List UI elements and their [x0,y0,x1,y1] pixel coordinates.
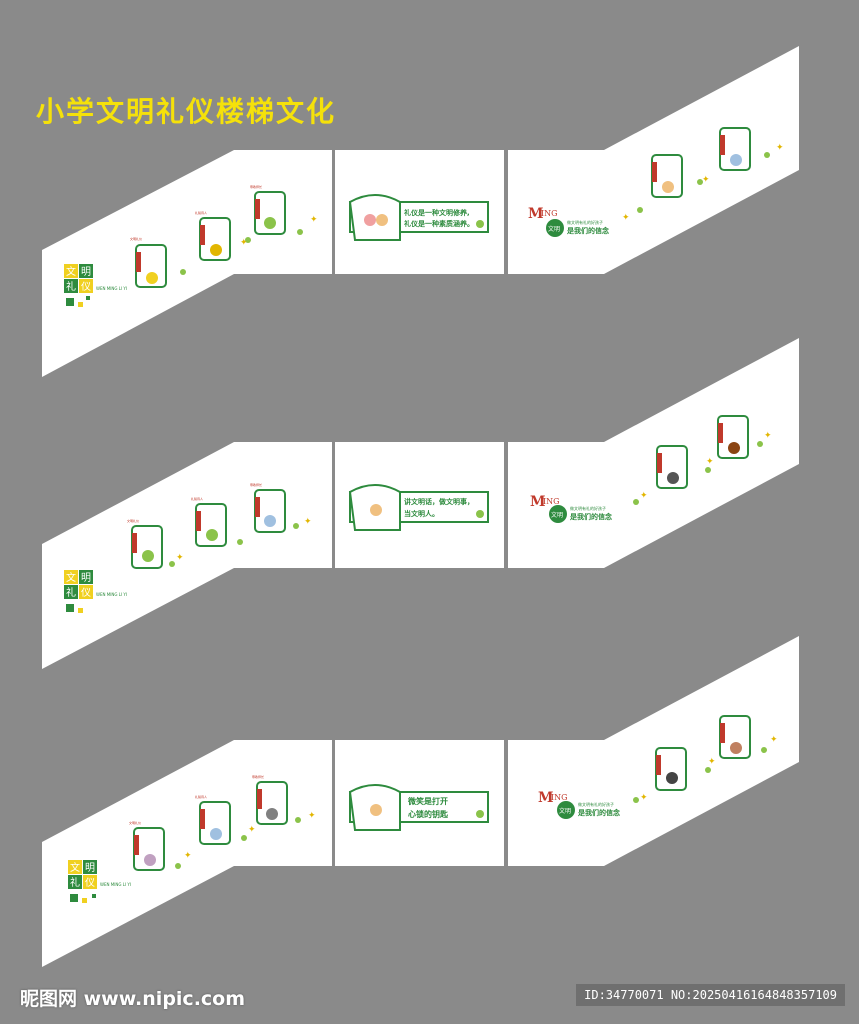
star-icon: ✦ [770,735,778,745]
panel-label: 礼貌待人 [191,496,203,501]
info-panel: 文明礼仪 [127,518,163,569]
ming-big-letter: M [528,206,544,222]
panel-label: 尊敬师长 [252,774,264,779]
panel-label: 文明礼仪 [130,236,142,241]
panel-label: 尊敬师长 [250,482,262,487]
info-panel [651,154,683,198]
ming-slogan: 是我们的信念 [577,808,621,817]
logo-char: 礼 [70,876,80,889]
info-panel: 礼貌待人 [195,794,231,845]
star-icon: ✦ [308,811,316,821]
logo-sub: WEN MING LI YI [96,286,127,291]
info-panel [717,415,749,459]
star-icon: ✦ [622,213,630,223]
ming-rest: ING [551,793,568,802]
logo-char: 文 [66,571,76,584]
logo-sub: WEN MING LI YI [100,882,131,887]
slogan-line: 礼仪是一种文明修养, [404,208,470,217]
ming-big-letter: M [530,494,546,510]
slogan-line: 礼仪是一种素质涵养。 [404,219,474,228]
star-icon: ✦ [240,238,248,248]
panel-label: 礼貌待人 [195,210,207,215]
info-panel [655,747,687,791]
logo-block: 文 明 礼 仪 WEN MING LI YI [68,860,131,903]
info-panel: 尊敬师长 [250,184,286,235]
info-panel: 尊敬师长 [250,482,286,533]
star-icon: ✦ [640,491,648,501]
ming-small: 做文明有礼的好孩子 [567,219,603,225]
star-icon: ✦ [764,431,772,441]
ming-rest: ING [541,209,558,218]
star-icon: ✦ [640,793,648,803]
slogan-line: 心锁的钥匙 [408,809,449,819]
ming-block: M ING 文明 做文明有礼的好孩子 是我们的信念 [538,790,621,819]
info-panel: 礼貌待人 [191,496,227,547]
ming-rest: ING [543,497,560,506]
logo-char: 明 [85,862,95,874]
logo-char: 礼 [66,586,76,599]
watermark-left: 昵图网 www.nipic.com [20,988,246,1010]
logo-char: 礼 [66,280,76,293]
stair-wall-section-2: 文 明 礼 仪 WEN MING LI YI 文明礼仪 礼貌待人 尊敬师长 ✦ … [42,338,799,669]
ming-block: M ING 文明 做文明有礼的好孩子 是我们的信念 [530,494,613,523]
star-icon: ✦ [706,457,714,467]
info-panel [656,445,688,489]
slogan-line: 当文明人。 [404,509,439,518]
star-icon: ✦ [702,175,710,185]
ming-small: 做文明有礼的好孩子 [578,801,614,807]
slogan-banner: 微笑是打开 心锁的钥匙 [348,784,489,831]
ming-slogan: 是我们的信念 [569,512,613,521]
star-icon: ✦ [304,517,312,527]
info-panel: 文明礼仪 [130,236,167,288]
stair-wall-section-1: 文 明 礼 仪 WEN MING LI YI 文明礼仪 礼貌待人 尊敬师长 ✦ … [42,46,799,377]
ming-small: 做文明有礼的好孩子 [570,505,606,511]
logo-char: 文 [66,265,76,278]
logo-block: 文 明 礼 仪 WEN MING LI YI [64,264,127,307]
logo-block: 文 明 礼 仪 WEN MING LI YI [64,570,127,613]
slogan-line: 讲文明话，做文明事， [404,497,474,506]
star-icon: ✦ [310,215,318,225]
ming-big-letter: M [538,790,554,806]
info-panel: 尊敬师长 [252,774,288,825]
info-panel [719,715,751,759]
star-icon: ✦ [184,851,192,861]
ming-circle-text: 文明 [559,807,571,815]
panel-label: 礼貌待人 [195,794,207,799]
logo-char: 仪 [85,877,95,889]
logo-char: 明 [81,266,91,278]
stair-wall-section-3: 文 明 礼 仪 WEN MING LI YI 文明礼仪 礼貌待人 尊敬师长 ✦ … [42,636,799,967]
ming-circle-text: 文明 [548,225,560,233]
star-icon: ✦ [176,553,184,563]
logo-char: 文 [70,861,80,874]
stair-wall-right [508,338,799,568]
slogan-banner: 礼仪是一种文明修养, 礼仪是一种素质涵养。 [348,194,489,241]
panel-label: 文明礼仪 [129,820,141,825]
ming-circle-text: 文明 [551,511,563,519]
slogan-line: 微笑是打开 [407,796,448,806]
panel-label: 文明礼仪 [127,518,139,523]
star-icon: ✦ [776,143,784,153]
stair-wall-right [508,636,799,866]
logo-sub: WEN MING LI YI [96,592,127,597]
info-panel: 文明礼仪 [129,820,165,871]
page-title: 小学文明礼仪楼梯文化 [36,95,337,128]
logo-char: 仪 [81,281,91,293]
star-icon: ✦ [708,757,716,767]
panel-label: 尊敬师长 [250,184,262,189]
star-icon: ✦ [248,825,256,835]
info-panel: 礼貌待人 [195,210,231,261]
ming-block: M ING 文明 做文明有礼的好孩子 是我们的信念 [528,206,610,237]
logo-char: 仪 [81,587,91,599]
info-panel [719,127,751,171]
slogan-banner: 讲文明话，做文明事， 当文明人。 [348,484,489,531]
logo-char: 明 [81,572,91,584]
ming-slogan: 是我们的信念 [566,226,610,235]
watermark-right: ID:34770071 NO:20250416164848357109 [576,984,845,1006]
